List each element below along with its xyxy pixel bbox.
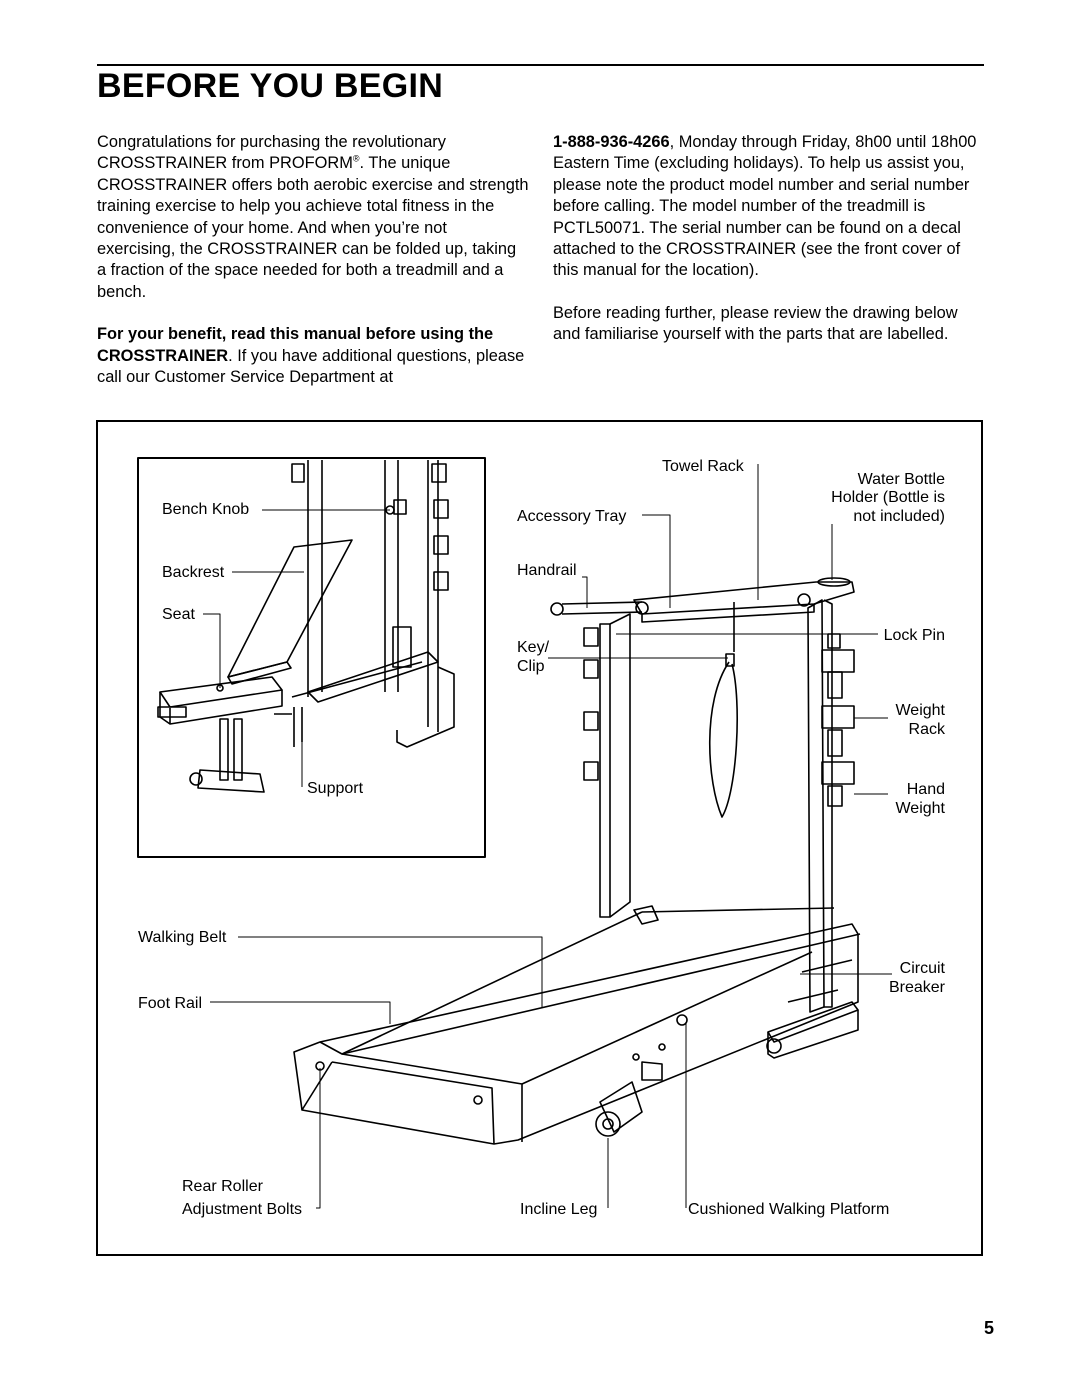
label-rear-roller-2: Adjustment Bolts [182,1201,302,1218]
treadmill-upright [550,577,855,1013]
label-incline-leg: Incline Leg [520,1201,597,1218]
customer-service-phone: 1-888-936-4266 [553,133,670,151]
label-hand-weight-1: Hand [907,781,945,798]
treadmill-leader-lines [210,464,892,1209]
label-support: Support [307,780,364,797]
parts-diagram: Bench Knob Backrest Seat Support Towel R… [96,420,983,1256]
page-number: 5 [984,1318,995,1338]
label-weight-rack-2: Rack [909,721,946,738]
label-circuit-breaker-2: Breaker [889,979,946,996]
label-key-1: Key/ [517,639,550,656]
label-hand-weight-2: Weight [895,800,945,817]
intro-paragraph-1: Congratulations for purchasing the revol… [97,132,529,303]
intro-p2-text: . If you have additional questions, plea… [97,346,525,387]
intro-paragraph-2: For your benefit, read this manual befor… [97,324,529,388]
intro-paragraph-4: Before reading further, please review th… [553,303,958,344]
treadmill-deck [293,905,861,1145]
intro-paragraph-3: 1-888-936-4266, Monday through Friday, 8… [553,132,988,282]
label-walking-belt: Walking Belt [138,929,227,946]
intro-p2-bold: For your benefit, read this manual befor… [97,325,494,365]
intro-p3-text: , Monday through Friday, 8h00 until 18h0… [553,133,977,280]
label-backrest: Backrest [162,564,225,581]
bench-inset-frame [137,457,486,858]
label-bench-knob: Bench Knob [162,501,249,518]
label-water-bottle-3: not included) [853,508,945,525]
label-water-bottle-2: Holder (Bottle is [831,489,945,506]
heading-rule [97,64,984,66]
rear-base [766,959,859,1059]
label-circuit-breaker-1: Circuit [900,960,946,977]
label-handrail: Handrail [517,562,577,579]
page-heading: BEFORE YOU BEGIN [97,67,444,105]
intro-left-column: Congratulations for purchasing the revol… [97,132,529,409]
intro-p1-text-cont: . The unique CROSSTRAINER offers both ae… [97,154,529,301]
label-seat: Seat [162,606,195,623]
bench-leader-lines [203,509,390,787]
label-towel-rack: Towel Rack [662,458,745,475]
bench-tower [291,460,455,748]
incline-leg [595,1014,688,1137]
parts-diagram-svg: Bench Knob Backrest Seat Support Towel R… [137,457,946,1218]
label-weight-rack-1: Weight [895,702,945,719]
label-foot-rail: Foot Rail [138,995,202,1012]
label-lock-pin: Lock Pin [884,627,945,644]
intro-p1-text: Congratulations for purchasing the revol… [97,133,446,173]
label-cushioned-platform: Cushioned Walking Platform [688,1201,889,1218]
intro-right-column: 1-888-936-4266, Monday through Friday, 8… [553,132,988,367]
label-key-2: Clip [517,658,545,675]
label-water-bottle-1: Water Bottle [858,471,946,488]
registered-mark: ® [352,153,360,164]
label-rear-roller-1: Rear Roller [182,1178,264,1195]
bench-backrest-seat [157,505,395,793]
label-accessory-tray: Accessory Tray [517,508,626,525]
